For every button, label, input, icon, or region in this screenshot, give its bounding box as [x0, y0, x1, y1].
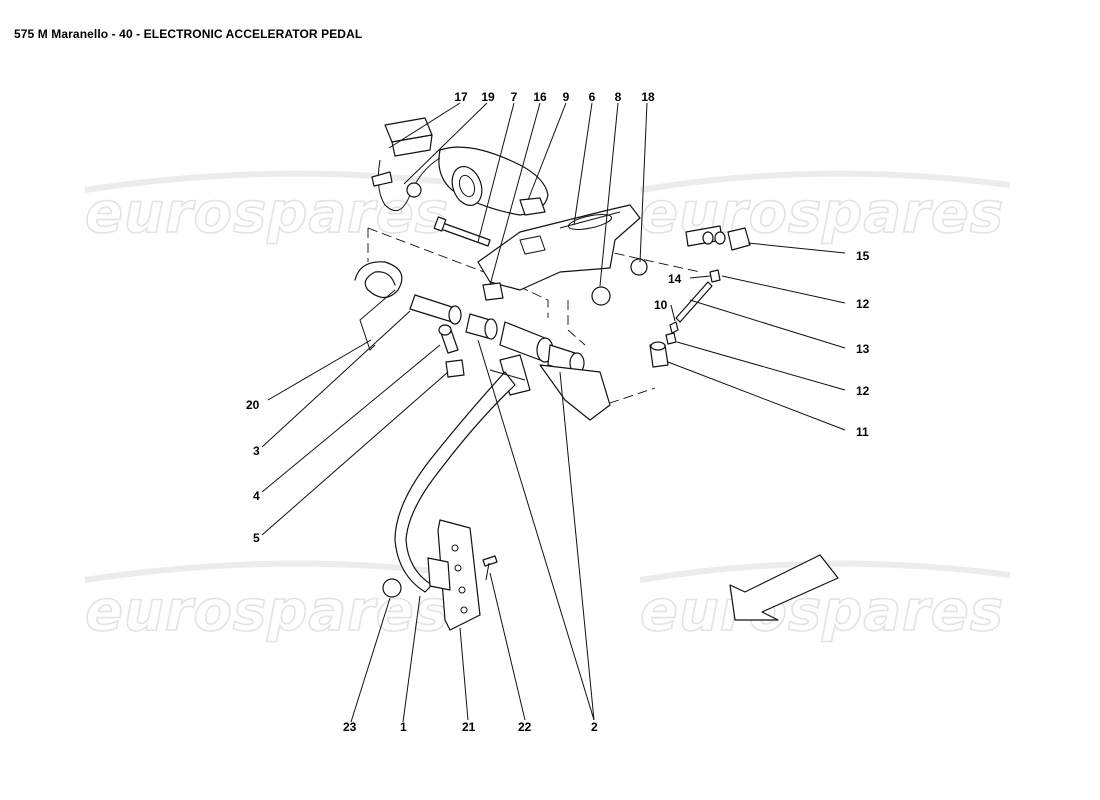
callout-4: 4 [253, 489, 260, 503]
leader-lines [261, 102, 846, 723]
callout-9: 9 [563, 90, 570, 104]
callout-19: 19 [481, 90, 495, 104]
pivot-shaft-assembly [409, 294, 585, 374]
callout-labels: 17 19 7 16 9 6 8 18 15 14 12 10 13 12 11… [246, 90, 870, 734]
pivot-bolts [438, 324, 465, 378]
direction-arrow-icon [729, 554, 839, 621]
callout-20: 20 [246, 398, 260, 412]
callout-22: 22 [518, 720, 532, 734]
callout-12-upper: 12 [856, 297, 870, 311]
callout-21: 21 [462, 720, 476, 734]
callout-17: 17 [454, 90, 468, 104]
callout-23: 23 [343, 720, 357, 734]
callout-14: 14 [668, 272, 682, 286]
callout-3: 3 [253, 444, 260, 458]
bracket-fasteners [371, 171, 648, 306]
return-spring [354, 261, 403, 351]
callout-18: 18 [641, 90, 655, 104]
callout-6: 6 [589, 90, 596, 104]
callout-11: 11 [856, 425, 869, 439]
callout-10: 10 [654, 298, 668, 312]
callout-1: 1 [400, 720, 407, 734]
support-bracket [477, 204, 641, 291]
callout-12-lower: 12 [856, 384, 870, 398]
callout-15: 15 [856, 249, 870, 263]
callout-8: 8 [615, 90, 622, 104]
long-bolt [433, 216, 491, 247]
link-rod-assembly [649, 225, 751, 368]
callout-13: 13 [856, 342, 870, 356]
page-title: 575 M Maranello - 40 - ELECTRONIC ACCELE… [14, 27, 363, 41]
pad-fasteners [382, 555, 498, 598]
callout-16: 16 [533, 90, 547, 104]
watermark-bottom-right: eurospares [640, 579, 1004, 644]
pedal-arm [394, 354, 611, 593]
callout-2: 2 [591, 720, 598, 734]
callout-7: 7 [511, 90, 518, 104]
pedal-pad [427, 519, 481, 631]
callout-5: 5 [253, 531, 260, 545]
watermark-top-left: eurospares [85, 181, 449, 246]
